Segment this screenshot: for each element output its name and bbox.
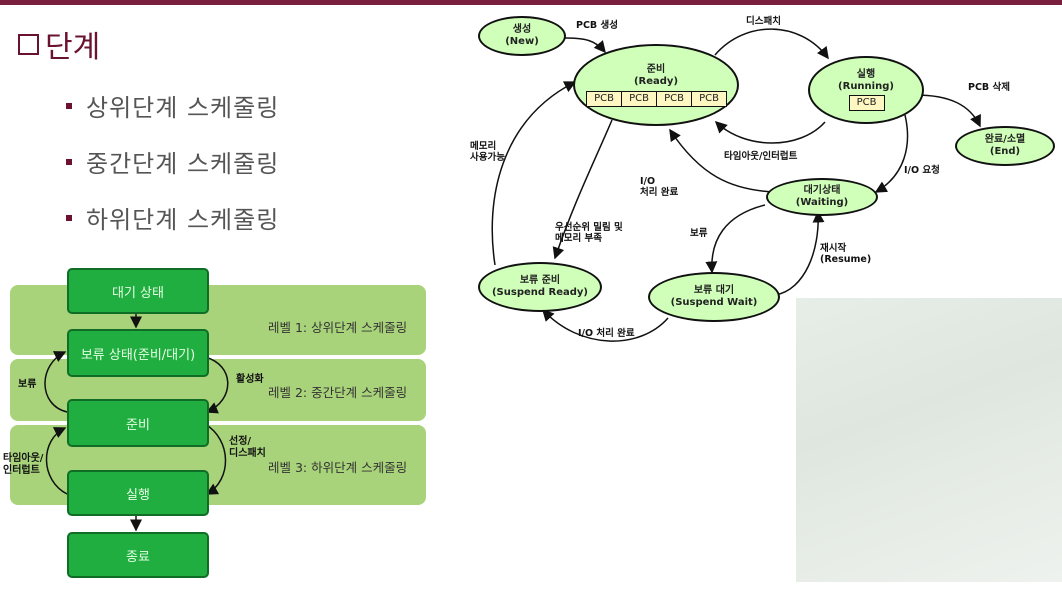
edge-label-priority-low: 우선순위 밀림 및 메모리 부족	[555, 222, 623, 244]
bullet-item: 중간단계 스케줄링	[66, 144, 279, 179]
dispatch-arrow	[714, 28, 829, 60]
timeout-arrow	[45, 427, 68, 495]
activate-arrow	[204, 356, 229, 414]
memory-avail-arrow	[491, 81, 577, 266]
node-ready-name: 준비	[646, 63, 666, 75]
io-done-arrow	[669, 128, 776, 193]
slide-title-text: 단계	[45, 30, 101, 65]
activate-label: 활성화	[236, 374, 264, 385]
dispatch-label: 선정/ 디스패치	[229, 436, 266, 459]
level-2-label: 레벨 2: 중간단계 스케줄링	[268, 385, 408, 400]
pcb-delete-arrow	[914, 94, 981, 128]
background-photo	[796, 298, 1062, 582]
checkbox-bullet-icon	[18, 33, 39, 55]
node-suspend-wait: 보류 대기 (Suspend Wait)	[648, 272, 780, 322]
hold-label: 보류	[18, 379, 37, 390]
edge-label-io-request: I/O 요청	[904, 165, 940, 176]
io-request-arrow	[874, 114, 909, 193]
level-1-label: 레벨 1: 상위단계 스케줄링	[268, 320, 408, 335]
node-running-name: 실행	[856, 69, 876, 80]
square-bullet-icon	[66, 102, 72, 109]
edge-label-timeout: 타임아웃/인터럽트	[724, 151, 798, 162]
pcb-block: PCB	[586, 90, 622, 107]
bullet-item: 상위단계 스케줄링	[66, 88, 279, 123]
edge-label-pcb-create: PCB 생성	[576, 20, 618, 31]
state-box-suspend: 보류 상태(준비/대기)	[67, 329, 209, 377]
resume-arrow	[774, 210, 825, 296]
running-pcb-block: PCB	[848, 95, 885, 111]
node-ready-en: (Ready)	[633, 75, 679, 87]
bullet-item: 하위단계 스케줄링	[66, 200, 279, 235]
pcb-block: PCB	[621, 90, 657, 107]
pcb-queue: PCB PCB PCB PCB	[586, 90, 727, 107]
pcb-block: PCB	[691, 90, 727, 107]
bullet-text: 하위단계 스케줄링	[86, 206, 280, 234]
slide-title: 단계	[18, 22, 100, 66]
hold-arrow	[44, 351, 68, 413]
node-waiting: 대기상태 (Waiting)	[766, 178, 878, 216]
suspend-wait-arrow	[705, 204, 766, 274]
node-new-name: 생성	[512, 24, 532, 35]
node-suspend-ready-name: 보류 준비	[519, 275, 561, 286]
node-end-name: 완료/소멸	[984, 134, 1026, 145]
priority-low-arrow	[552, 119, 613, 260]
io-done-2-arrow	[541, 308, 669, 342]
node-ready: 준비 (Ready) PCB PCB PCB PCB	[573, 44, 739, 126]
edge-label-io-done-2: I/O 처리 완료	[578, 328, 635, 339]
level-3-label: 레벨 3: 하위단계 스케줄링	[268, 460, 408, 475]
node-new: 생성 (New)	[478, 16, 566, 56]
edge-label-hold: 보류	[690, 228, 708, 239]
bullet-text: 중간단계 스케줄링	[86, 150, 280, 178]
edge-label-dispatch: 디스패치	[746, 16, 781, 27]
node-waiting-name: 대기상태	[803, 185, 841, 196]
square-bullet-icon	[66, 214, 72, 221]
node-running-en: (Running)	[838, 81, 894, 92]
edge-label-io-done: I/O 처리 완료	[640, 176, 679, 198]
node-suspend-ready: 보류 준비 (Suspend Ready)	[478, 262, 602, 312]
state-box-exit: 종료	[67, 532, 209, 578]
node-end: 완료/소멸 (End)	[955, 126, 1055, 166]
square-bullet-icon	[66, 158, 72, 165]
pcb-block: PCB	[656, 90, 692, 107]
state-box-wait: 대기 상태	[67, 268, 209, 314]
timeout-arrow	[714, 120, 826, 144]
timeout-label: 타임아웃/ 인터럽트	[3, 453, 44, 476]
node-suspend-wait-en: (Suspend Wait)	[670, 297, 758, 308]
node-end-en: (End)	[989, 146, 1021, 157]
node-new-en: (New)	[505, 36, 539, 47]
node-running: 실행 (Running) PCB	[808, 56, 924, 124]
node-waiting-en: (Waiting)	[795, 197, 849, 208]
edge-label-pcb-delete: PCB 삭제	[968, 82, 1010, 93]
edge-label-memory-available: 메모리 사용가능	[470, 141, 505, 163]
node-suspend-ready-en: (Suspend Ready)	[491, 287, 589, 298]
dispatch-arrow	[204, 423, 227, 495]
edge-label-resume: 재시작 (Resume)	[820, 243, 872, 265]
new-to-ready-arrow	[564, 37, 606, 54]
bullet-text: 상위단계 스케줄링	[86, 94, 280, 122]
state-box-ready: 준비	[67, 399, 209, 447]
state-box-run: 실행	[67, 470, 209, 516]
node-suspend-wait-name: 보류 대기	[693, 285, 735, 296]
top-accent-bar	[0, 0, 1062, 5]
